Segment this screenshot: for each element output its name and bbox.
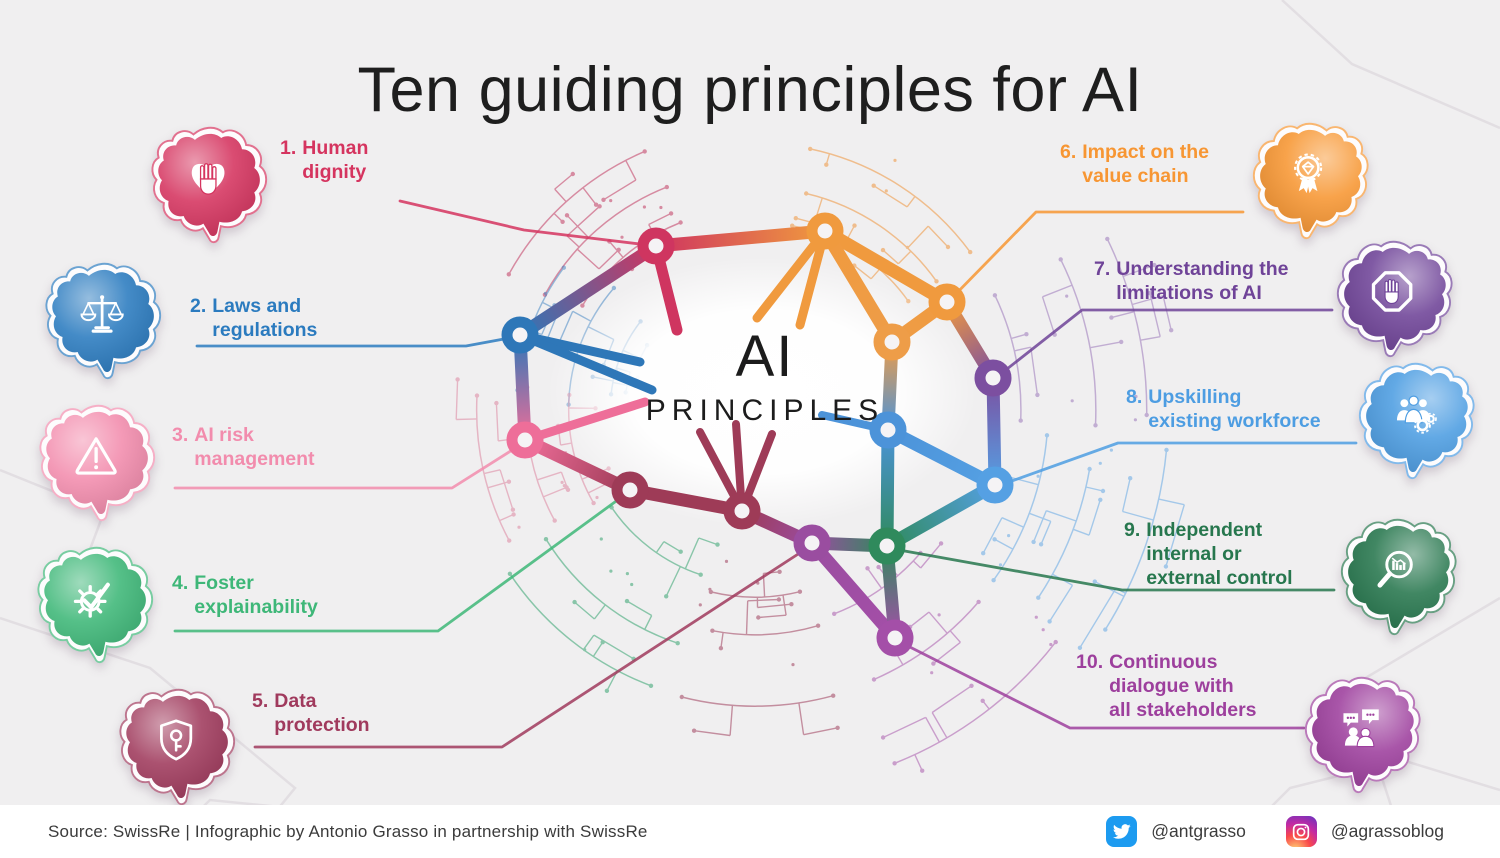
instagram-icon[interactable]	[1285, 816, 1317, 847]
twitter-handle[interactable]: @antgrasso	[1151, 821, 1246, 841]
page-title: Ten guiding principles for AI	[357, 55, 1143, 126]
instagram-handle[interactable]: @agrassoblog	[1330, 821, 1444, 841]
footer-bar: Source: SwissRe | Infographic by Antonio…	[0, 805, 1500, 858]
center-label-principles: PRINCIPLES	[645, 394, 885, 427]
center-label: AI PRINCIPLES	[575, 328, 955, 428]
source-credit: Source: SwissRe | Infographic by Antonio…	[48, 821, 648, 841]
twitter-icon[interactable]	[1106, 816, 1138, 847]
center-label-ai: AI	[735, 324, 795, 389]
social-links: @antgrasso @agrassoblog	[1106, 816, 1444, 847]
